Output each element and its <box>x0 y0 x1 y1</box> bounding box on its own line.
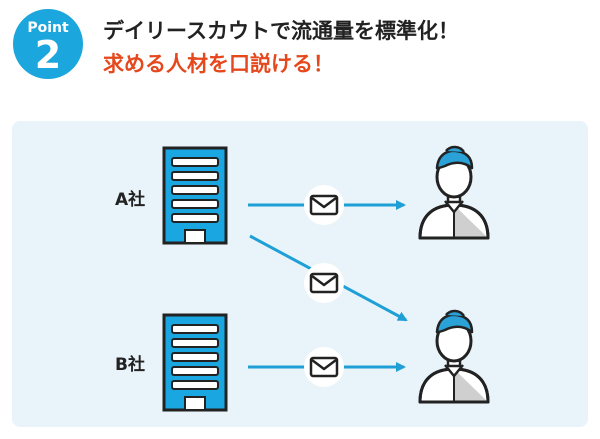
badge-label: Point <box>27 20 69 36</box>
envelope-icon <box>304 185 344 225</box>
envelope-icon <box>304 347 344 387</box>
headline: デイリースカウトで流通量を標準化！ <box>103 19 459 43</box>
diagram-panel <box>12 121 588 427</box>
subline: 求める人材を口説ける！ <box>103 52 334 76</box>
company-label-b: B社 <box>115 354 145 375</box>
person-icon <box>418 309 490 404</box>
person-icon <box>418 145 490 240</box>
company-label-a: A社 <box>115 189 145 210</box>
badge-number: 2 <box>34 33 62 77</box>
building-icon <box>162 146 228 245</box>
point-badge: Point 2 <box>13 9 83 79</box>
building-icon <box>162 313 228 412</box>
envelope-icon <box>304 263 344 303</box>
